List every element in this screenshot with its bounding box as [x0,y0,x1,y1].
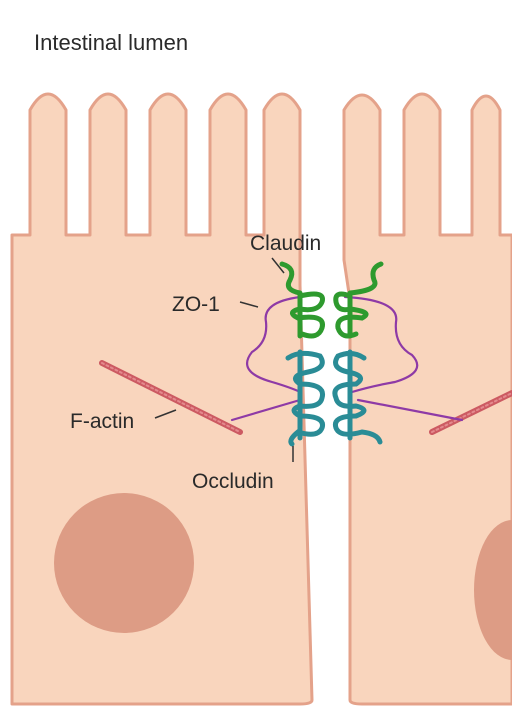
zo1-label: ZO-1 [172,293,220,316]
intestinal-lumen-label: Intestinal lumen [34,30,188,55]
factin-label: F-actin [70,410,134,433]
left-nucleus [54,493,194,633]
claudin-label: Claudin [250,232,321,255]
occludin-label: Occludin [192,470,274,493]
